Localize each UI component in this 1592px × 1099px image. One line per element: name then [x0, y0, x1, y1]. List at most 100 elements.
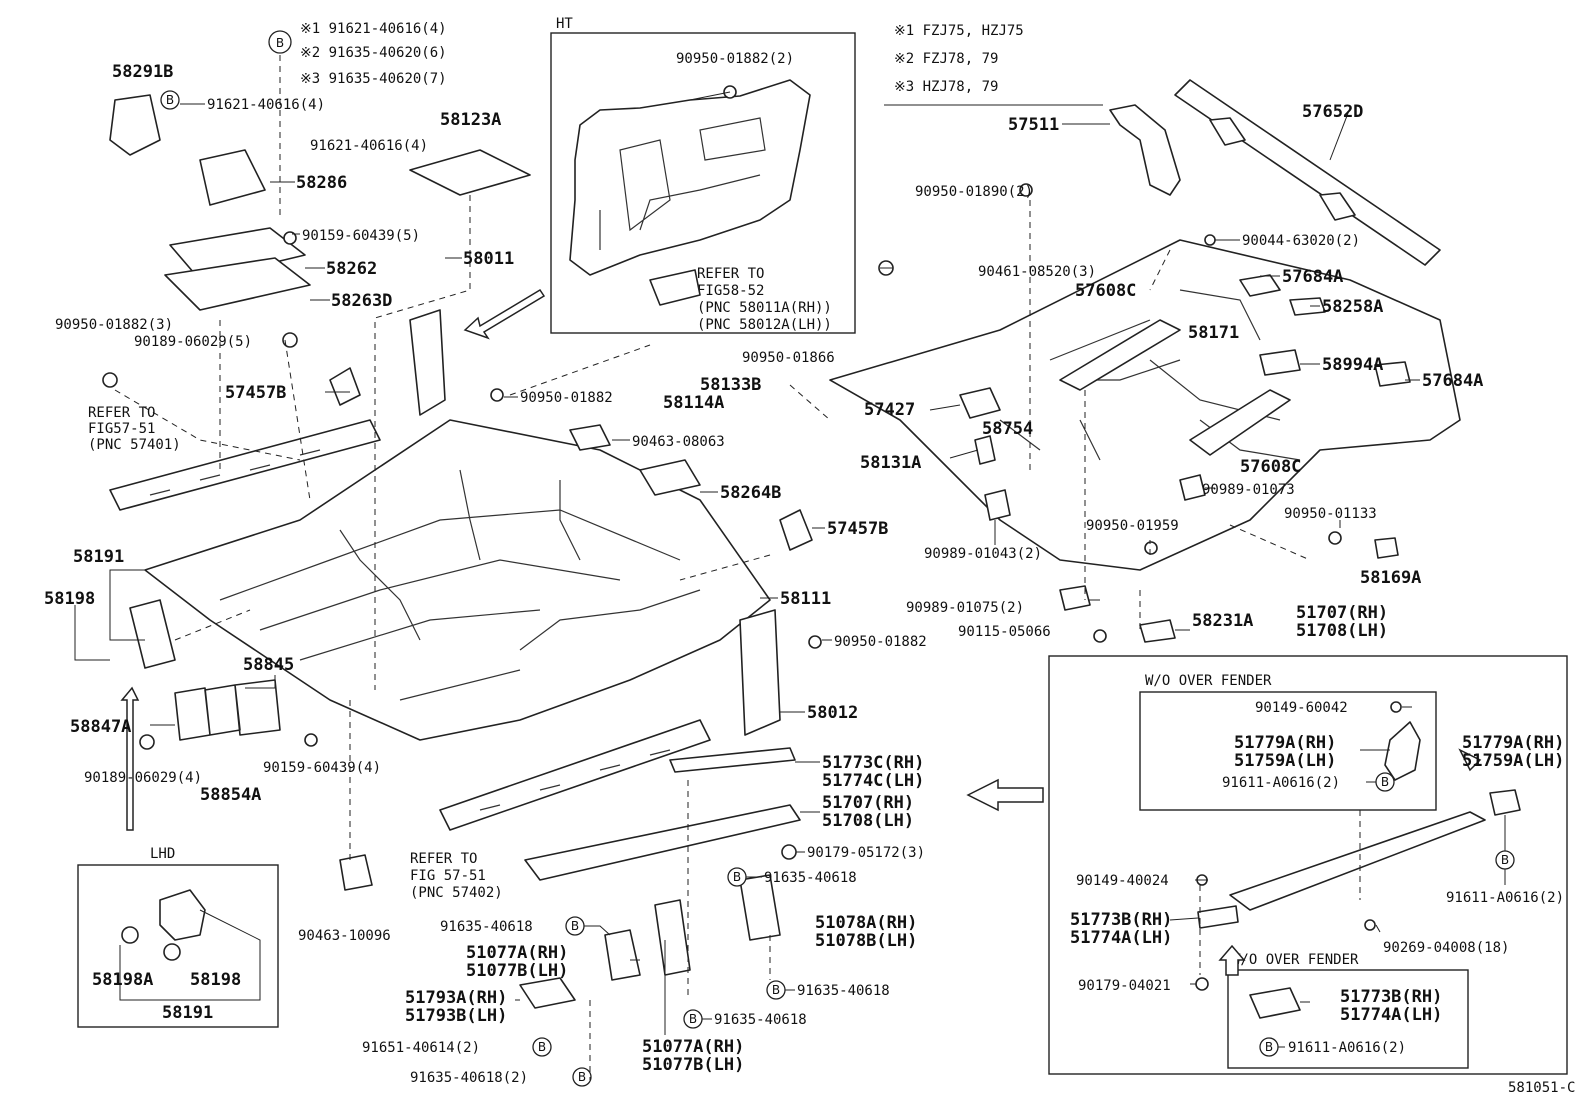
label-58114a: 58114A: [663, 393, 724, 413]
reference-notes: REFER TO FIG57-51 (PNC 57401) REFER TO F…: [88, 405, 503, 901]
label-51779a-b: 51779A(RH): [1462, 733, 1564, 753]
b-marker-51077-a-letter: B: [571, 919, 579, 933]
inset-ht: HT 90950-01882(2) REFER TO FIG58-52 (PNC…: [550, 16, 856, 334]
b-marker-91635-2-letter: B: [578, 1070, 586, 1084]
label-90989-01075-2: 90989-01075(2): [906, 600, 1024, 616]
clip-90463-10096-shape: [339, 854, 373, 891]
clip-58169a-shape: [1374, 537, 1399, 559]
b-marker-91611-c-letter: B: [1265, 1040, 1273, 1054]
b-marker-91611-b-letter: B: [1501, 853, 1509, 867]
ref-5751b-line3: (PNC 57402): [410, 885, 503, 901]
label-58291b: 58291B: [112, 62, 173, 82]
ht-label-90950-01882-2: 90950-01882(2): [676, 51, 794, 67]
label-58231a: 58231A: [1192, 611, 1253, 631]
b-marker-91651-letter: B: [538, 1040, 546, 1054]
label-57511: 57511: [1008, 115, 1059, 135]
bolt-90159-60439-4-icon: [304, 733, 318, 747]
label-51708-mid: 51708(LH): [822, 811, 914, 831]
seals-58845-58847a-shape: [174, 679, 281, 741]
label-91621-40616-4-b: 91621-40616(4): [310, 138, 428, 154]
dash-90950-a: [509, 344, 651, 396]
side-sill-left-shape: [109, 419, 381, 511]
note-1: ※1 FZJ75, HZJ75: [894, 23, 1024, 39]
plate-58258a-shape: [1289, 297, 1326, 316]
rear-floor-pan: [829, 239, 1461, 571]
ht-ref-line2: FIG58-52: [697, 283, 764, 299]
lhd-label-58198a: 58198A: [92, 970, 153, 990]
bracket-51793-shape: [519, 977, 576, 1009]
fender-end-cap-shape: [1489, 789, 1521, 816]
clip-90950-01133-icon: [1328, 531, 1342, 545]
wo-fender-bracket-shape: [1384, 721, 1421, 781]
label-51774c: 51774C(LH): [822, 771, 924, 791]
transfer-arrow-icon: [966, 778, 1044, 812]
label-58191: 58191: [73, 547, 124, 567]
label-51774a-b: 51774A(LH): [1340, 1005, 1442, 1025]
label-90179-04021: 90179-04021: [1078, 978, 1171, 994]
label-91611-a0616-2-a: 91611-A0616(2): [1222, 775, 1340, 791]
bracket-58114a-shape: [649, 269, 701, 306]
b-marker-91611-a-letter: B: [1381, 775, 1389, 789]
step-end-cap-shape: [1197, 905, 1239, 929]
side-sill-left: [109, 419, 381, 511]
bracket-57684a-a-shape: [1239, 274, 1281, 297]
lhd-bracket-shape: [159, 889, 206, 941]
label-51077a-a: 51077A(RH): [466, 943, 568, 963]
label-51773c: 51773C(RH): [822, 753, 924, 773]
bracket-58131a-shape: [974, 435, 996, 465]
label-91611-a0616-2-b: 91611-A0616(2): [1446, 890, 1564, 906]
clip-90950-01890-icon: [1019, 183, 1033, 197]
b-marker-91651: [532, 1037, 552, 1057]
dash-rear-right: [1229, 524, 1311, 561]
inset-lhd-frame: [77, 864, 279, 1028]
notes: ※1 FZJ75, HZJ75 ※2 FZJ78, 79 ※3 HZJ78, 7…: [894, 23, 1024, 95]
front-floor-pan-detail: [219, 469, 701, 701]
leader-58131a: [949, 449, 979, 459]
inset-lhd-title: LHD: [150, 846, 175, 862]
label-58286: 58286: [296, 173, 347, 193]
leader-57427: [929, 404, 961, 411]
label-51759a-a: 51759A(LH): [1234, 751, 1336, 771]
label-58754: 58754: [982, 419, 1033, 439]
leader-58845: [245, 675, 276, 689]
panel-58011-shape: [409, 309, 446, 416]
bracket-57457b-b-shape: [779, 509, 813, 551]
bolt-90149-60042-icon: [1390, 701, 1402, 713]
label-58133b: 58133B: [700, 375, 761, 395]
label-58847a: 58847A: [70, 717, 131, 737]
label-91651-40614-2: 91651-40614(2): [362, 1040, 480, 1056]
crossmember-57608c-b-shape: [1189, 389, 1291, 456]
dash-58198: [174, 609, 251, 641]
plate-58262-shape: [169, 227, 306, 281]
label-90159-60439-4: 90159-60439(4): [263, 760, 381, 776]
lhd-label-58191: 58191: [162, 1003, 213, 1023]
label-58854a: 58854A: [200, 785, 261, 805]
bracket-51077-a-shape: [604, 929, 641, 981]
label-51077b-a: 51077B(LH): [466, 961, 568, 981]
ht-panel-shape: [569, 79, 811, 276]
label-90189-06029-5: 90189-06029(5): [134, 334, 252, 350]
label-51773b-b: 51773B(RH): [1340, 987, 1442, 1007]
clip-90950-01882-a-icon: [490, 388, 504, 402]
bracket-57457b-a-shape: [329, 367, 361, 406]
b-marker-top-letter: B: [276, 36, 284, 50]
label-51793b: 51793B(LH): [405, 1006, 507, 1026]
label-57684a-b: 57684A: [1422, 371, 1483, 391]
label-58845: 58845: [243, 655, 294, 675]
label-91635-40618-a: 91635-40618: [764, 870, 857, 886]
label-57427: 57427: [864, 400, 915, 420]
inset-lhd: LHD 58198A 58198 58191: [77, 846, 279, 1028]
label-90044-63020-2: 90044-63020(2): [1242, 233, 1360, 249]
label-91635-40618-b: 91635-40618: [797, 983, 890, 999]
label-58111: 58111: [780, 589, 831, 609]
b-marker-91635-2: [572, 1067, 592, 1087]
lhd-clip-a-icon: [121, 926, 139, 944]
lhd-clip-b-icon: [163, 943, 181, 961]
label-90950-01133: 90950-01133: [1284, 506, 1377, 522]
bracket-58198-shape: [129, 599, 176, 669]
seal-58263d-shape: [164, 257, 311, 311]
label-58012: 58012: [807, 703, 858, 723]
leader-58198: [74, 605, 110, 661]
